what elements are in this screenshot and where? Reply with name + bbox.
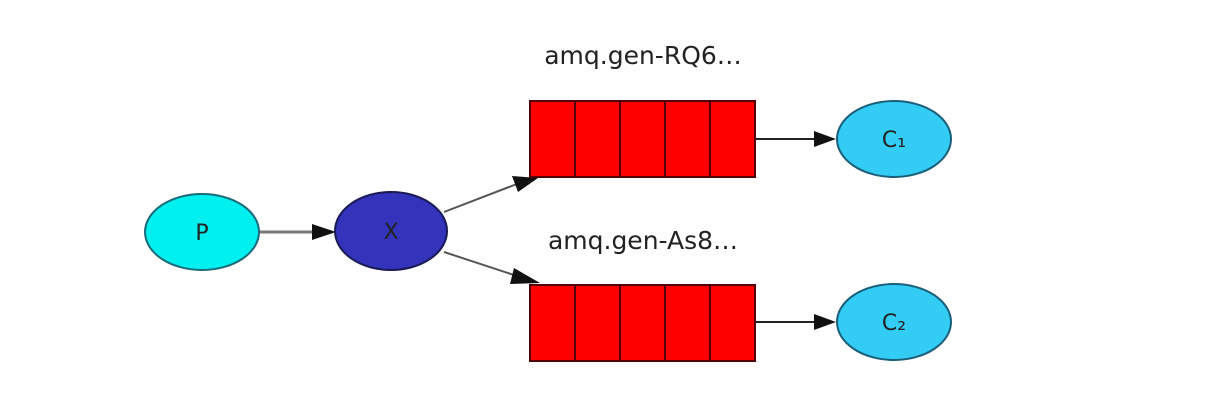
queue1-label: amq.gen-RQ6… xyxy=(544,41,742,70)
exchange-node: X xyxy=(334,191,448,271)
queue2-body xyxy=(529,284,756,362)
arrowhead-producer-exchange xyxy=(312,224,336,240)
edge-exchange-queue1 xyxy=(443,181,523,213)
consumer2-shape xyxy=(836,283,952,361)
queue1 xyxy=(529,100,756,178)
consumer1-node: C₁ xyxy=(836,100,952,178)
queue2-label: amq.gen-As8… xyxy=(548,226,738,255)
exchange-label: X xyxy=(383,220,398,245)
exchange-shape xyxy=(334,191,448,271)
arrowhead-exchange-queue2 xyxy=(510,268,540,284)
consumer2-label: C₂ xyxy=(882,311,906,336)
queue2 xyxy=(529,284,756,362)
arrowhead-exchange-queue1 xyxy=(512,176,538,192)
producer-node: P xyxy=(144,193,260,271)
arrowhead-queue1-consumer1 xyxy=(814,131,836,147)
arrowhead-queue2-consumer2 xyxy=(814,314,836,330)
consumer2-node: C₂ xyxy=(836,283,952,361)
queue1-body xyxy=(529,100,756,178)
producer-label: P xyxy=(195,221,208,246)
consumer1-label: C₁ xyxy=(882,128,906,153)
consumer1-shape xyxy=(836,100,952,178)
edge-exchange-queue2 xyxy=(443,251,521,278)
producer-shape xyxy=(144,193,260,271)
